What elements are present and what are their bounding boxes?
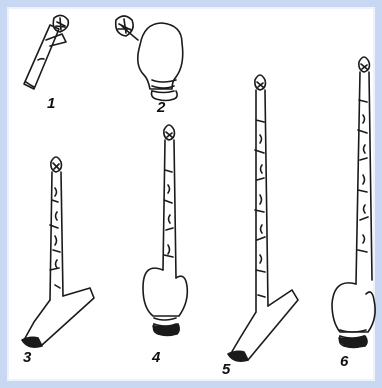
stage-3-drawing: [24, 157, 94, 346]
stage-2-drawing: [116, 16, 183, 101]
stage-3-cut-end: [22, 337, 42, 347]
label-stage-1: 1: [47, 96, 55, 111]
stage-4-drawing: [143, 125, 187, 336]
stage-6-drawing: [332, 57, 375, 348]
label-stage-2: 2: [157, 100, 165, 115]
stage-5-cut-end: [228, 351, 248, 361]
label-stage-5: 5: [222, 362, 230, 377]
label-stage-4: 4: [152, 350, 160, 365]
label-stage-6: 6: [340, 354, 348, 369]
stage-1-drawing: [24, 15, 68, 89]
stage-5-drawing: [230, 75, 298, 361]
label-stage-3: 3: [23, 350, 31, 365]
